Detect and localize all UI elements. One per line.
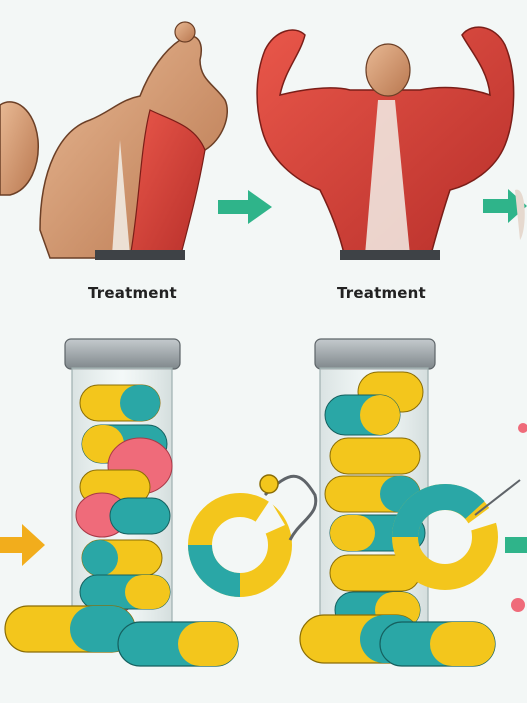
tongs — [263, 474, 318, 541]
capsule-icon — [329, 437, 421, 475]
pill-jar-right — [314, 338, 436, 639]
capsule-icon — [379, 621, 496, 667]
ring-icon — [392, 484, 505, 590]
capsule-icon — [81, 539, 163, 577]
caption-right: Treatment — [337, 284, 426, 302]
capsule-icon — [117, 621, 239, 667]
capsule-icon — [324, 394, 401, 436]
capsule-icon — [109, 497, 171, 535]
capsule-icon — [4, 605, 136, 653]
caption-left: Treatment — [88, 284, 177, 302]
partial-figure — [515, 189, 525, 240]
green-arrow-icon — [218, 190, 272, 224]
ring-icon — [188, 493, 292, 597]
back-figure-muscle — [256, 26, 515, 260]
capsule-icon — [79, 384, 161, 422]
green-arrow-icon — [505, 537, 527, 553]
dot — [518, 423, 527, 433]
capsule-icon — [79, 574, 171, 610]
back-figure-natural — [39, 21, 228, 260]
tongs-handle — [259, 474, 279, 494]
dot — [511, 598, 525, 612]
pill-jar-left — [64, 338, 181, 629]
wire — [474, 479, 521, 516]
left-arm-figure — [0, 101, 39, 196]
orange-arrow-icon — [0, 524, 45, 566]
